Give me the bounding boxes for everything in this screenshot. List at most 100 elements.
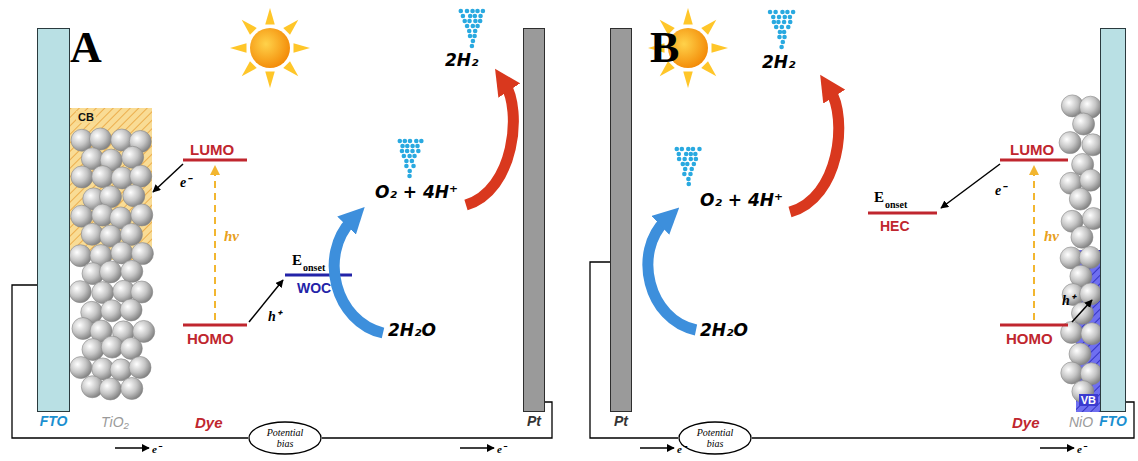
illustration-shape bbox=[780, 10, 785, 15]
illustration-shape bbox=[242, 20, 257, 35]
illustration-shape bbox=[461, 14, 466, 19]
illustration-shape bbox=[712, 43, 728, 53]
illustration-shape bbox=[681, 162, 686, 167]
illustration-shape bbox=[680, 147, 685, 152]
electron-flow-arrow bbox=[1040, 447, 1074, 448]
illustration-shape bbox=[400, 144, 405, 149]
illustration-shape bbox=[69, 281, 91, 303]
woc-level bbox=[285, 274, 352, 277]
illustration-shape bbox=[408, 139, 413, 144]
illustration-shape bbox=[788, 20, 793, 25]
excitation-arrow bbox=[214, 166, 216, 320]
illustration-shape bbox=[782, 35, 787, 40]
hec-level bbox=[868, 212, 937, 215]
homo-level bbox=[183, 324, 247, 327]
electron-flow-arrow bbox=[115, 447, 149, 448]
illustration-shape bbox=[89, 128, 111, 150]
illustration-shape bbox=[121, 377, 143, 399]
illustration-shape bbox=[1059, 132, 1081, 154]
illustration-shape bbox=[410, 149, 415, 154]
illustration-shape bbox=[781, 40, 786, 45]
fto-electrode: FTO bbox=[1100, 28, 1126, 412]
chemical-species: 2H₂ bbox=[445, 50, 479, 70]
illustration-shape bbox=[1080, 169, 1102, 191]
illustration-shape bbox=[410, 159, 415, 164]
illustration-shape bbox=[242, 61, 257, 76]
illustration-shape bbox=[404, 159, 409, 164]
illustration-shape bbox=[1071, 226, 1093, 248]
illustration-shape bbox=[768, 10, 773, 15]
oxidation-arrow bbox=[334, 220, 383, 333]
chemical-species: O₂ + 4H⁺ bbox=[700, 190, 783, 210]
illustration-shape bbox=[120, 299, 142, 321]
illustration-shape bbox=[92, 166, 114, 188]
illustration-shape bbox=[688, 172, 693, 177]
illustration-shape bbox=[250, 28, 290, 68]
illustration-shape bbox=[407, 169, 412, 174]
circuit-wire bbox=[590, 262, 678, 438]
illustration-shape bbox=[1061, 362, 1083, 384]
illustration-shape bbox=[780, 25, 785, 30]
illustration-shape bbox=[697, 147, 702, 152]
illustration-shape bbox=[129, 356, 151, 378]
illustration-shape bbox=[683, 72, 693, 88]
illustration-shape bbox=[110, 359, 132, 381]
illustration-shape bbox=[70, 357, 92, 379]
illustration-shape bbox=[123, 185, 145, 207]
catalyst-label: WOC bbox=[297, 280, 331, 296]
charge-label: e⁻ bbox=[995, 180, 1006, 199]
illustration-shape bbox=[785, 10, 790, 15]
illustration-shape bbox=[462, 19, 467, 24]
circuit-wire bbox=[322, 402, 552, 438]
illustration-shape bbox=[684, 152, 689, 157]
illustration-shape bbox=[131, 204, 153, 226]
illustration-shape bbox=[677, 157, 682, 162]
illustration-shape bbox=[682, 157, 687, 162]
illustration-shape bbox=[407, 154, 412, 159]
illustration-shape bbox=[100, 261, 122, 283]
illustration-shape bbox=[692, 162, 697, 167]
illustration-shape bbox=[121, 260, 143, 282]
charge-label: e⁻ bbox=[180, 172, 191, 191]
illustration-shape bbox=[411, 164, 416, 169]
dye-label: Dye bbox=[195, 414, 223, 431]
illustration-shape bbox=[265, 72, 275, 88]
electron-injection-arrow bbox=[153, 164, 183, 192]
illustration-shape bbox=[689, 167, 694, 172]
illustration-shape bbox=[475, 24, 480, 29]
illustration-shape bbox=[689, 157, 694, 162]
band-label: CB bbox=[76, 111, 96, 123]
illustration-shape bbox=[782, 30, 787, 35]
illustration-shape bbox=[694, 157, 699, 162]
reduction-arrow bbox=[790, 90, 839, 212]
illustration-shape bbox=[467, 29, 472, 34]
lumo-level bbox=[183, 159, 247, 162]
lumo-level bbox=[1000, 159, 1068, 162]
illustration-shape bbox=[99, 378, 121, 400]
illustration-shape bbox=[676, 152, 681, 157]
band-label: VB bbox=[1079, 394, 1098, 406]
illustration-shape bbox=[473, 29, 478, 34]
potential-label: E bbox=[292, 252, 302, 269]
orbital-label: LUMO bbox=[1010, 141, 1054, 158]
illustration-shape bbox=[701, 61, 716, 76]
chemical-species: 2H₂O bbox=[388, 320, 436, 340]
band-label: Potential bias bbox=[689, 427, 741, 449]
illustration-shape bbox=[458, 9, 463, 14]
electron-flow-arrow bbox=[460, 447, 494, 448]
illustration-shape bbox=[475, 9, 480, 14]
electron-label: e⁻ bbox=[1077, 441, 1086, 456]
illustration-shape bbox=[473, 19, 478, 24]
illustration-shape bbox=[478, 14, 483, 19]
homo-level bbox=[1000, 324, 1068, 327]
illustration-shape bbox=[472, 34, 477, 39]
illustration-shape bbox=[674, 147, 679, 152]
illustration-shape bbox=[772, 20, 777, 25]
gas-bubbles bbox=[397, 9, 795, 187]
illustration-shape bbox=[120, 337, 142, 359]
illustration-shape bbox=[683, 8, 693, 24]
excitation-arrow bbox=[1033, 166, 1035, 320]
potential-bias: Potential bias bbox=[248, 421, 322, 455]
illustration-shape bbox=[791, 10, 796, 15]
